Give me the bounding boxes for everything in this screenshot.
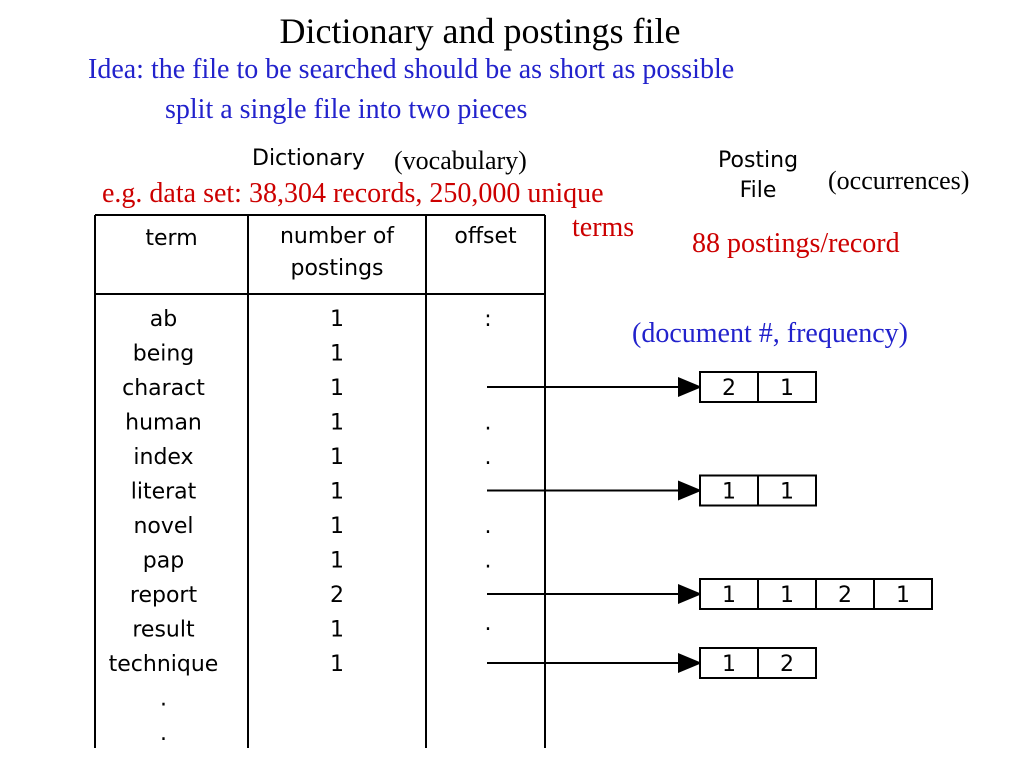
table-cell-count: 1 (330, 445, 344, 470)
posting-cell (873, 578, 933, 610)
table-cell-count: 1 (330, 307, 344, 332)
postings-lists: 2 1 1 1 1 1 2 1 1 2 (487, 371, 933, 679)
posting-cell-value: 1 (722, 652, 736, 677)
table-cell-count: 1 (330, 652, 344, 677)
posting-cell (757, 474, 817, 507)
idea-text: Idea: the file to be searched should be … (88, 54, 735, 85)
table-cell-count: 1 (330, 376, 344, 401)
table-cell-count: 1 (330, 549, 344, 574)
posting-cell (699, 578, 759, 610)
posting-cell (699, 371, 759, 403)
table-cell-offset: . (485, 411, 492, 436)
column-header-offset: offset (454, 224, 517, 249)
posting-cell-value: 2 (780, 652, 794, 677)
table-cell-offset: : (484, 307, 491, 332)
table-cell-term: . (160, 687, 167, 712)
table-cell-term: being (133, 342, 195, 367)
table-cell-term: . (160, 721, 167, 746)
table-cell-count: 1 (330, 514, 344, 539)
table-cell-offset: · (485, 618, 492, 643)
split-text: split a single file into two pieces (165, 94, 528, 125)
posting-cell-value: 1 (780, 583, 794, 608)
table-cell-term: result (132, 618, 195, 643)
occurrences-note: (occurrences) (828, 166, 970, 195)
table-cell-offset: . (485, 549, 492, 574)
posting-cell-value: 1 (722, 583, 736, 608)
table-cell-term: charact (122, 376, 205, 401)
posting-cell (757, 647, 817, 679)
posting-cell-value: 1 (896, 583, 910, 608)
column-header-count-line2: postings (291, 256, 384, 281)
table-cell-term: ab (150, 307, 177, 332)
table-cell-term: pap (143, 549, 184, 574)
posting-cell-value: 1 (780, 376, 794, 401)
table-cell-count: 1 (330, 411, 344, 436)
document-frequency-note: (document #, frequency) (632, 318, 908, 349)
column-header-count-line1: number of (280, 224, 395, 249)
page-title: Dictionary and postings file (279, 11, 681, 51)
dictionary-table: term number of postings offset ab 1: being 1 cha… (94, 214, 546, 748)
dataset-note-line1: e.g. data set: 38,304 records, 250,000 u… (102, 178, 604, 209)
table-cell-term: novel (133, 514, 193, 539)
table-cell-count: 2 (330, 583, 344, 608)
posting-file-heading-line1: Posting (718, 148, 799, 173)
table-cell-term: human (125, 411, 202, 436)
table-cell-term: literat (131, 480, 197, 505)
table-cell-count: 1 (330, 342, 344, 367)
posting-cell-value: 2 (838, 583, 852, 608)
posting-cell-value: 1 (722, 480, 736, 505)
postings-per-record-note: 88 postings/record (692, 228, 900, 259)
posting-cell-value: 1 (780, 480, 794, 505)
vocabulary-note: (vocabulary) (394, 146, 527, 175)
posting-file-heading-line2: File (739, 178, 777, 203)
dataset-note-line2: terms (572, 212, 635, 243)
posting-cell-value: 2 (722, 376, 736, 401)
column-header-term: term (145, 226, 197, 251)
table-cell-offset: . (485, 445, 492, 470)
table-cell-term: report (130, 583, 198, 608)
table-cell-count: 1 (330, 618, 344, 643)
table-cell-term: index (133, 445, 193, 470)
posting-cell (757, 371, 817, 403)
dictionary-heading: Dictionary (252, 146, 365, 171)
posting-file-heading: Posting File (718, 146, 798, 206)
table-cell-offset: . (485, 514, 492, 539)
table-cell-count: 1 (330, 480, 344, 505)
table-cell-term: technique (109, 652, 219, 677)
